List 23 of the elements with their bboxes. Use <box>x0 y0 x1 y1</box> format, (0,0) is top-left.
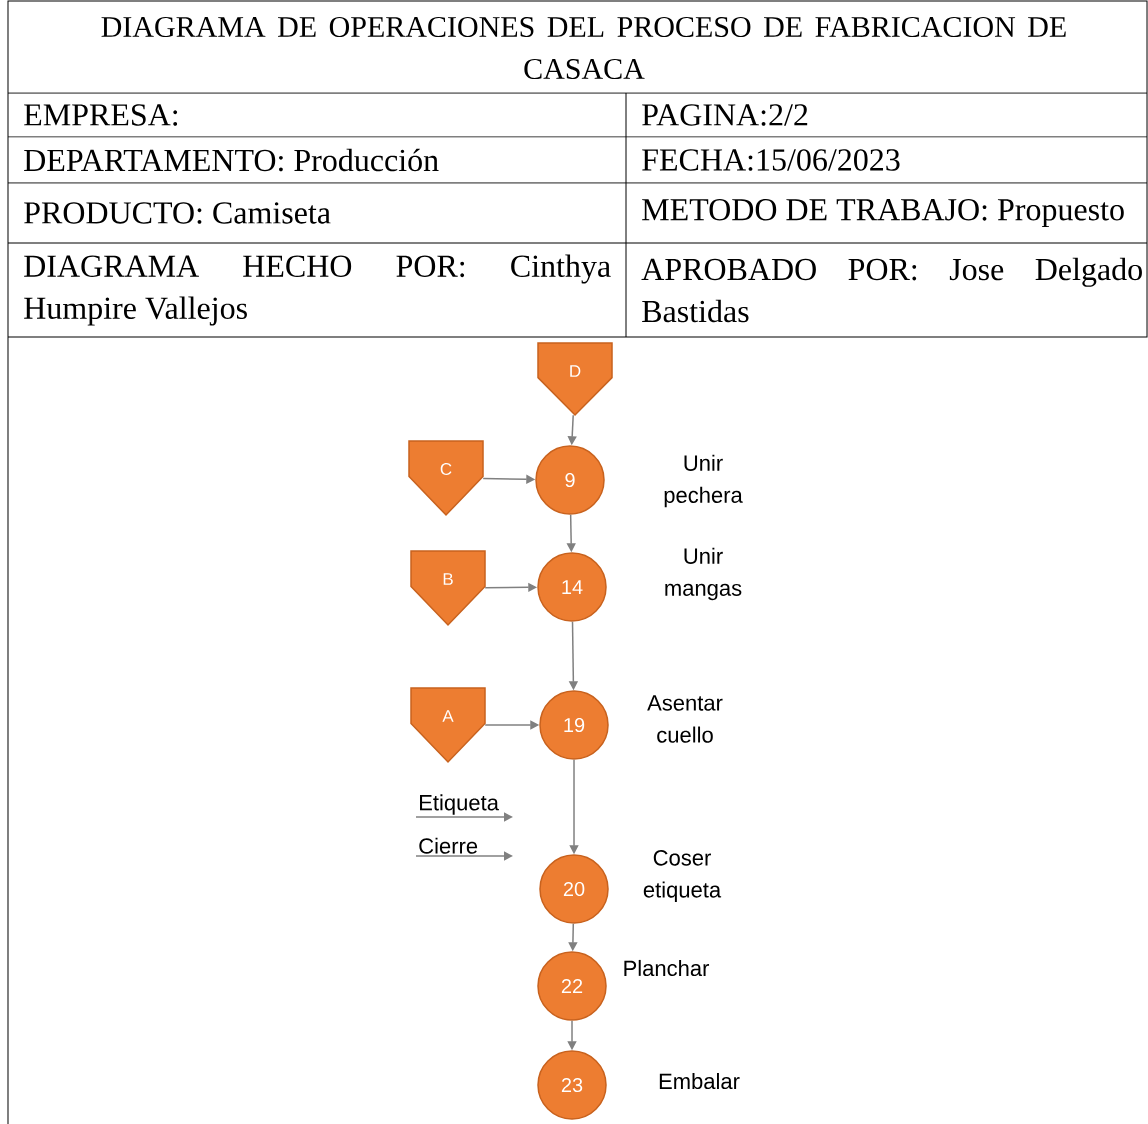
table-cell: DEPARTAMENTO: Producción <box>24 148 439 172</box>
table-cell: APROBADO POR: Jose Delgado Bastidas <box>641 257 1142 323</box>
input-label: Cierre <box>419 837 478 854</box>
operation-description: Planchar <box>624 959 710 977</box>
arrow <box>415 812 513 822</box>
input-label: Etiqueta <box>420 794 499 815</box>
pentagon-connector: A <box>410 687 486 764</box>
table-cell: METODO DE TRABAJO: Propuesto <box>642 199 1124 227</box>
arrow <box>415 851 513 861</box>
pentagon-connector: C <box>408 440 484 517</box>
table-cell: PRODUCTO: Camiseta <box>24 202 331 224</box>
operation-description: Unir mangas <box>665 547 742 601</box>
operation-description: Unir pechera <box>664 454 743 508</box>
pentagon-connector: B <box>410 550 486 627</box>
operation-description: Embalar <box>659 1072 740 1090</box>
table-cell: DIAGRAMA HECHO POR: Cinthya Humpire Vallejos <box>24 254 611 326</box>
title: DIAGRAMA DE OPERACIONES DEL PROCESO DE FABRICACION DE CASACA <box>101 16 1066 80</box>
table-cell: FECHA:15/06/2023 <box>642 149 900 171</box>
operation-description: Coser etiqueta <box>643 850 722 902</box>
pentagon-connector: D <box>537 342 613 417</box>
table-cell: PAGINA:2/2 <box>642 104 808 126</box>
table-cell: EMPRESA: <box>24 104 178 126</box>
operation-description: Asentar cuello <box>647 695 723 743</box>
